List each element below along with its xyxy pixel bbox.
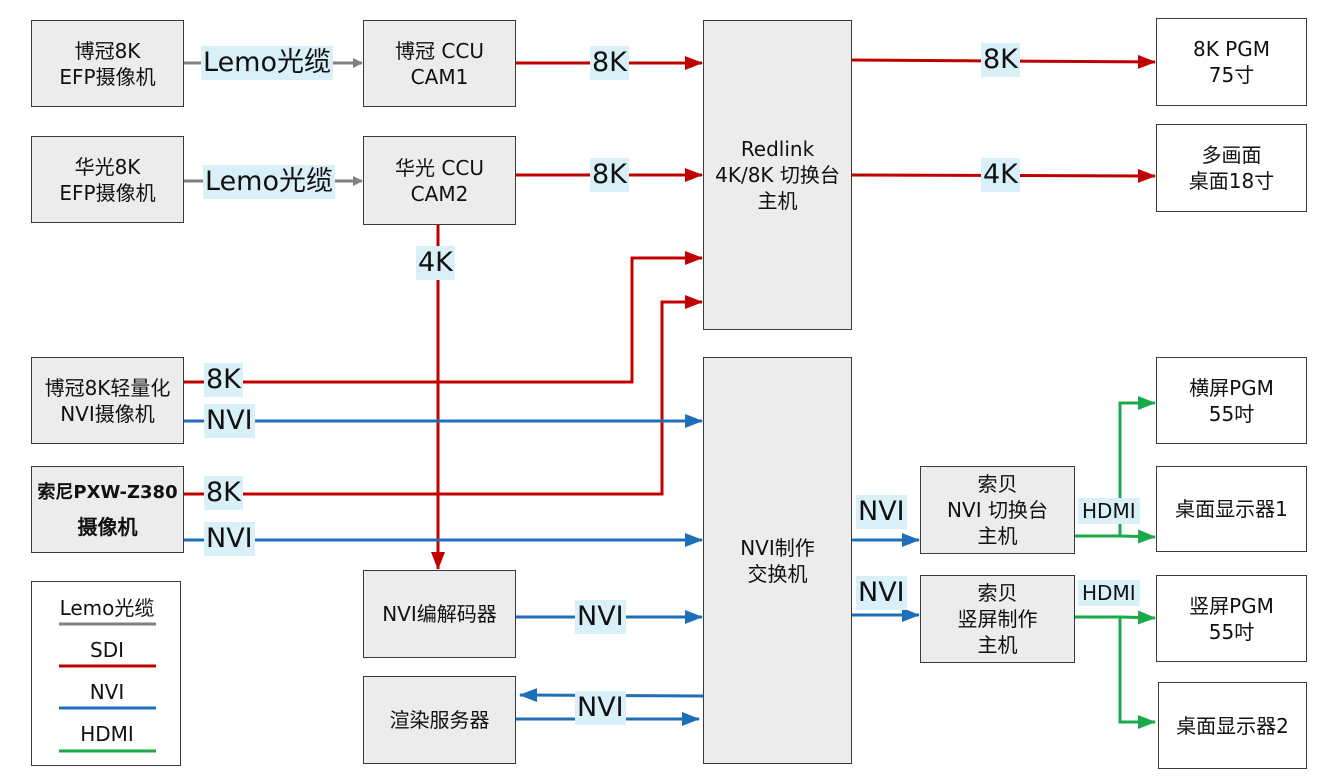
codec-label: NVI编解码器 bbox=[382, 602, 497, 626]
tag-8k-bglight: 8K bbox=[204, 363, 243, 397]
bg-ccu-cam1-box: 博冠 CCU CAM1 bbox=[363, 20, 516, 107]
redlink-switcher-box: Redlink 4K/8K 切换台 主机 bbox=[703, 20, 852, 330]
sony-line1: 索尼PXW-Z380 bbox=[37, 481, 178, 503]
hdmi-sonynvi-to-hpgm bbox=[1075, 396, 1156, 538]
tag-nvi-sonynvi: NVI bbox=[856, 495, 907, 529]
sonyvert-line3: 主机 bbox=[977, 633, 1018, 657]
desk1-label: 桌面显示器1 bbox=[1175, 497, 1288, 521]
nvi-production-switch-box: NVI制作 交换机 bbox=[703, 357, 852, 764]
sonynvi-line3: 主机 bbox=[977, 524, 1018, 548]
hg8k-line2: EFP摄像机 bbox=[59, 180, 156, 205]
sonynvi-line1: 索贝 bbox=[977, 472, 1018, 496]
pgm-8k-box: 8K PGM 75寸 bbox=[1156, 18, 1307, 106]
bg8k-efp-camera-box: 博冠8K EFP摄像机 bbox=[31, 20, 184, 107]
tag-nvi-codec: NVI bbox=[575, 600, 626, 634]
hg8k-efp-camera-box: 华光8K EFP摄像机 bbox=[31, 136, 184, 223]
pgm8k-line1: 8K PGM bbox=[1192, 37, 1270, 61]
tag-8k-pgm: 8K bbox=[981, 43, 1020, 77]
multi-line2: 桌面18寸 bbox=[1188, 169, 1275, 193]
tag-hdmi-1: HDMI bbox=[1078, 498, 1140, 524]
hdmi-sonyvert-to-vpgm bbox=[1119, 610, 1156, 625]
tag-8k-ccu2: 8K bbox=[590, 158, 629, 192]
legend-hdmi-label: HDMI bbox=[80, 722, 134, 746]
tag-nvi-bglight: NVI bbox=[204, 404, 255, 438]
bg8k-light-nvi-camera-box: 博冠8K轻量化 NVI摄像机 bbox=[31, 357, 184, 444]
desk2-label: 桌面显示器2 bbox=[1176, 713, 1289, 738]
hg-ccu-cam2-box: 华光 CCU CAM2 bbox=[363, 136, 516, 225]
hdmi-sonyvert-to-desk2 bbox=[1075, 615, 1156, 729]
sony-line2: 摄像机 bbox=[77, 514, 138, 539]
multi-line1: 多画面 bbox=[1201, 143, 1262, 167]
legend-sdi-label: SDI bbox=[90, 638, 124, 662]
hgccu-line1: 华光 CCU bbox=[395, 155, 484, 180]
tag-nvi-sonyvert: NVI bbox=[856, 576, 907, 610]
bg8k-line1: 博冠8K bbox=[74, 38, 141, 63]
nvi-codec-box: NVI编解码器 bbox=[363, 570, 516, 658]
horizontal-pgm-box: 横屏PGM 55吋 bbox=[1156, 357, 1307, 444]
nvisw-line2: 交换机 bbox=[747, 561, 808, 586]
tag-8k-ccu1: 8K bbox=[590, 46, 629, 80]
legend-nvi-label: NVI bbox=[89, 680, 125, 704]
legend-box: Lemo光缆 SDI NVI HDMI bbox=[31, 581, 181, 766]
tag-lemo-1: Lemo光缆 bbox=[201, 46, 333, 80]
tag-hdmi-2: HDMI bbox=[1078, 580, 1140, 606]
sobey-vertical-production-box: 索贝 竖屏制作 主机 bbox=[920, 575, 1075, 663]
tag-4k-multi: 4K bbox=[981, 158, 1020, 192]
bgccu-line2: CAM1 bbox=[410, 64, 469, 89]
hgccu-line2: CAM2 bbox=[410, 181, 469, 206]
hdmi-sonynvi-to-desk1 bbox=[1119, 529, 1156, 544]
redlink-line3: 主机 bbox=[757, 189, 798, 213]
sony-z380-camera-box: 索尼PXW-Z380 摄像机 bbox=[31, 466, 184, 553]
bglight-line2: NVI摄像机 bbox=[60, 401, 155, 426]
hg8k-line1: 华光8K bbox=[74, 154, 141, 179]
tag-4k-vertical: 4K bbox=[416, 246, 455, 280]
hpgm-line1: 横屏PGM bbox=[1189, 375, 1274, 400]
desk-display-2-box: 桌面显示器2 bbox=[1158, 682, 1307, 769]
multiview-desk-box: 多画面 桌面18寸 bbox=[1156, 124, 1307, 212]
sobey-nvi-switcher-box: 索贝 NVI 切换台 主机 bbox=[920, 466, 1075, 554]
sonynvi-line2: NVI 切换台 bbox=[947, 498, 1048, 522]
tag-lemo-2: Lemo光缆 bbox=[203, 165, 335, 199]
sonyvert-line2: 竖屏制作 bbox=[957, 607, 1038, 631]
nvisw-line1: NVI制作 bbox=[740, 535, 815, 560]
bg8k-line2: EFP摄像机 bbox=[59, 64, 156, 89]
render-label: 渲染服务器 bbox=[389, 708, 490, 732]
vpgm-line2: 55吋 bbox=[1208, 619, 1255, 644]
desk-display-1-box: 桌面显示器1 bbox=[1156, 466, 1307, 552]
vertical-pgm-box: 竖屏PGM 55吋 bbox=[1156, 575, 1307, 662]
tag-nvi-sony: NVI bbox=[204, 522, 255, 556]
redlink-line1: Redlink bbox=[740, 137, 815, 161]
sonyvert-line1: 索贝 bbox=[977, 581, 1018, 605]
legend-swatches bbox=[59, 622, 156, 753]
pgm8k-line2: 75寸 bbox=[1208, 63, 1255, 87]
redlink-line2: 4K/8K 切换台 bbox=[715, 163, 840, 187]
bgccu-line1: 博冠 CCU bbox=[395, 38, 484, 63]
tag-nvi-render: NVI bbox=[575, 691, 626, 725]
legend-lemo-label: Lemo光缆 bbox=[59, 596, 155, 620]
vpgm-line1: 竖屏PGM bbox=[1189, 593, 1274, 618]
tag-8k-sony: 8K bbox=[204, 476, 243, 510]
bglight-line1: 博冠8K轻量化 bbox=[44, 375, 171, 400]
sdi-bglight-to-redlink bbox=[184, 251, 703, 384]
render-server-box: 渲染服务器 bbox=[363, 676, 516, 764]
hpgm-line2: 55吋 bbox=[1208, 401, 1255, 426]
sdi-sony-to-redlink bbox=[184, 295, 703, 496]
